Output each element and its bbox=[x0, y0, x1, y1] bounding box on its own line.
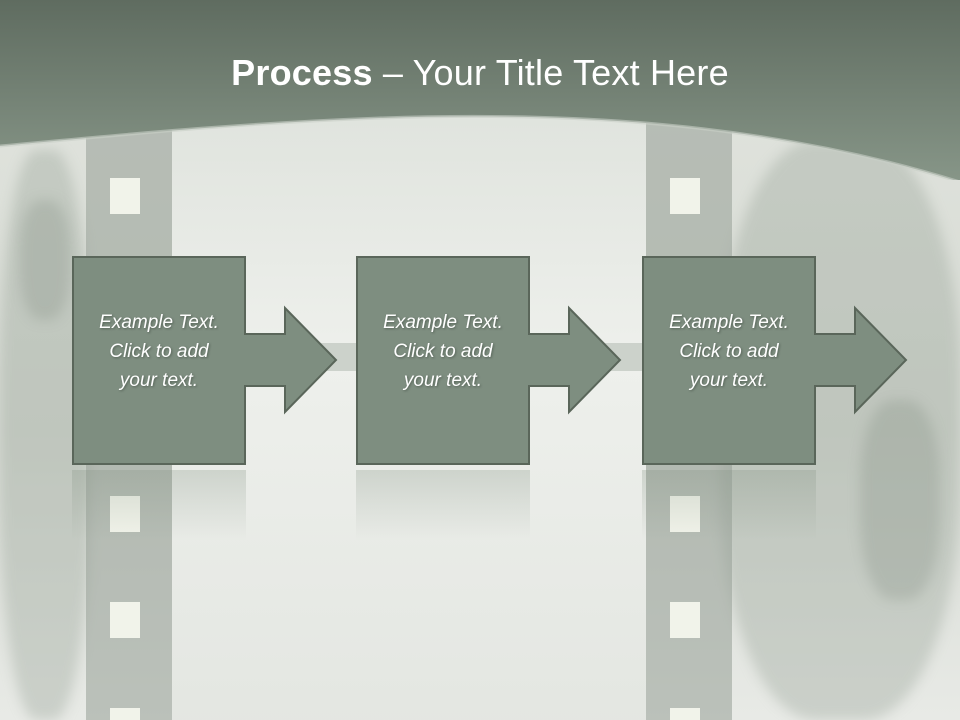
header-band bbox=[0, 0, 960, 180]
texture-blob bbox=[860, 400, 940, 600]
film-hole bbox=[110, 708, 140, 720]
step-reflection bbox=[72, 470, 246, 540]
step-reflection bbox=[356, 470, 530, 540]
film-hole bbox=[670, 602, 700, 638]
title-rest: – Your Title Text Here bbox=[372, 52, 729, 93]
texture-blob bbox=[20, 200, 70, 320]
film-hole bbox=[110, 178, 140, 214]
film-hole bbox=[670, 178, 700, 214]
title-bold: Process bbox=[231, 52, 373, 93]
step-text[interactable]: Example Text. Click to add your text. bbox=[99, 312, 219, 391]
step-arrow-shape bbox=[356, 256, 622, 465]
step-arrow-shape bbox=[72, 256, 338, 465]
film-hole bbox=[670, 496, 700, 532]
step-arrow-shape bbox=[642, 256, 908, 465]
step-reflection bbox=[642, 470, 816, 540]
film-hole bbox=[670, 708, 700, 720]
step-text[interactable]: Example Text. Click to add your text. bbox=[383, 312, 503, 391]
step-text[interactable]: Example Text. Click to add your text. bbox=[669, 312, 789, 391]
film-hole bbox=[110, 602, 140, 638]
slide-title[interactable]: Process – Your Title Text Here bbox=[0, 52, 960, 94]
film-hole bbox=[110, 496, 140, 532]
